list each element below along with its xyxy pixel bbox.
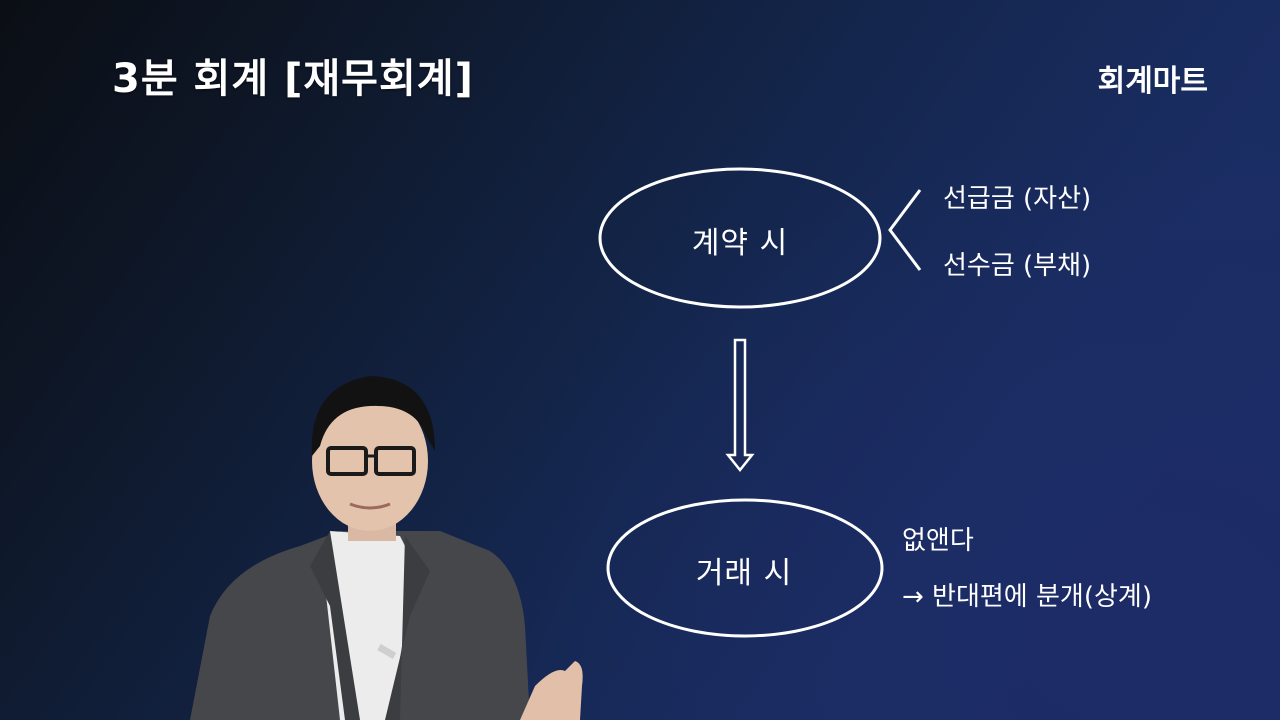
branch-bracket	[888, 189, 922, 271]
bottom-node-oval	[606, 498, 884, 638]
branch-advance-received: 선수금 (부채)	[943, 251, 1092, 281]
note-offset-entry: → 반대편에 분개(상계)	[902, 582, 1152, 612]
presenter-hand	[520, 661, 583, 720]
top-node-label: 계약 시	[691, 226, 789, 261]
lapel-mic-icon	[377, 643, 397, 659]
top-node-oval	[598, 167, 882, 309]
presenter-video	[190, 376, 583, 720]
note-eliminate: 없앤다	[902, 526, 974, 556]
down-arrow-icon	[725, 338, 755, 473]
presenter-hair	[311, 376, 435, 456]
brand-logo: 회계마트	[1097, 64, 1208, 99]
presenter-face	[312, 391, 428, 531]
branch-prepayment: 선급금 (자산)	[943, 184, 1092, 214]
presenter-glasses-left	[326, 446, 368, 476]
presenter-glasses-right	[374, 446, 416, 476]
page-title: 3분 회계 [재무회계]	[112, 56, 474, 102]
presenter-mouth	[349, 502, 391, 510]
presenter-lapel-right	[385, 536, 430, 720]
bottom-node-label: 거래 시	[695, 556, 793, 591]
presenter-lapel-left	[310, 531, 360, 720]
